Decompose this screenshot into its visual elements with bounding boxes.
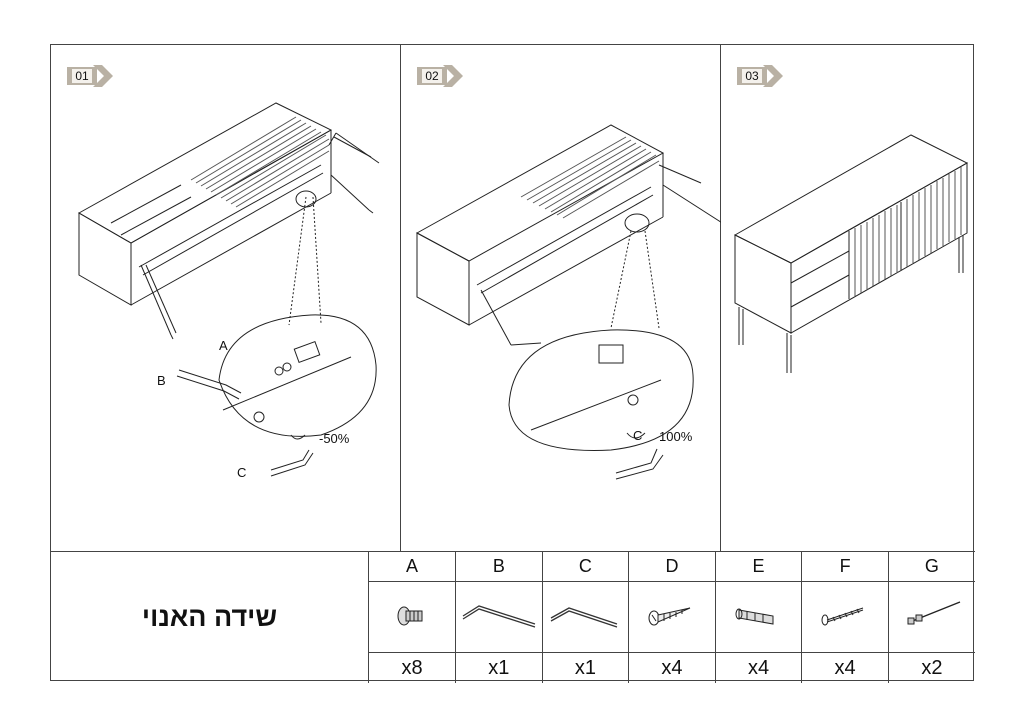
- step-number: 01: [72, 69, 92, 83]
- part-qty: x2: [887, 652, 975, 683]
- step-02-badge: 02: [417, 65, 465, 87]
- step-number: 02: [422, 69, 442, 83]
- label-b: B: [157, 373, 166, 388]
- part-letter: B: [455, 552, 543, 582]
- part-qty: x1: [455, 652, 543, 683]
- product-title: שידה האנוי: [141, 602, 278, 632]
- label-c: C: [633, 428, 643, 443]
- part-qty: x8: [401, 656, 423, 679]
- step-02-illustration: [415, 124, 721, 480]
- part-letter: D: [628, 552, 716, 582]
- part-qty: x4: [714, 652, 802, 683]
- part-qty: x4: [801, 652, 889, 683]
- allen-key-icon: [455, 581, 543, 653]
- step-03-panel: 03: [721, 45, 975, 551]
- step-02-panel: 02: [401, 45, 721, 551]
- part-letter: F: [801, 552, 889, 582]
- step-number: 03: [742, 69, 762, 83]
- part-letter: A: [369, 552, 456, 582]
- arrow-right-icon: [763, 65, 783, 87]
- wall-plug-icon: [714, 581, 802, 653]
- title-cell: שידה האנוי: [51, 552, 369, 683]
- parts-table: A B C D E F G: [369, 552, 975, 683]
- label-c: C: [237, 465, 247, 480]
- part-letter: E: [714, 552, 802, 582]
- parts-section: שידה האנוי A B C D E F G: [51, 551, 975, 683]
- step-03-badge: 03: [737, 65, 785, 87]
- step-01-badge: 01: [67, 65, 115, 87]
- screw-icon: [628, 581, 716, 653]
- part-qty: x4: [628, 652, 716, 683]
- instruction-sheet: 01: [50, 44, 975, 683]
- wood-screw-icon: [801, 581, 889, 653]
- allen-key-small-icon: [541, 581, 629, 653]
- rotation-percent: -50%: [319, 431, 350, 446]
- anti-tip-strap-icon: [887, 581, 975, 653]
- rotation-percent: 100%: [659, 429, 693, 444]
- step-01-illustration: [77, 102, 380, 477]
- part-letter: C: [541, 552, 629, 582]
- cam-bolt-icon: [369, 581, 456, 653]
- step-01-panel: 01: [51, 45, 401, 551]
- part-letter: G: [887, 552, 975, 582]
- step-03-illustration: [733, 134, 969, 373]
- label-a: A: [219, 338, 228, 353]
- arrow-right-icon: [93, 65, 113, 87]
- part-qty: x1: [541, 652, 629, 683]
- arrow-right-icon: [443, 65, 463, 87]
